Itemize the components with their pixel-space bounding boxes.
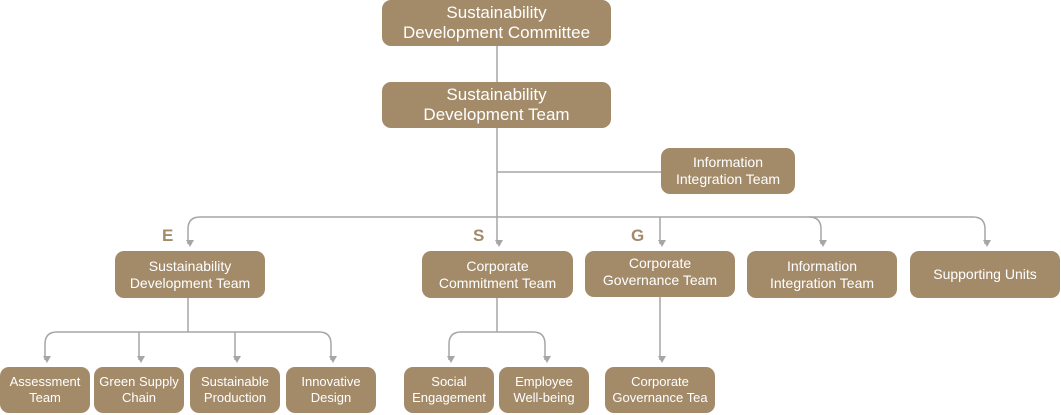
pillar-e-label: E [162,226,174,245]
employee-well-being: Employee Well-being [499,367,589,413]
corporate-governance-team: Corporate Governance Team [585,251,735,297]
information-integration-team-top: Information Integration Team [661,148,795,194]
sustainability-development-team-top: Sustainability Development Team [382,82,611,128]
information-integration-team: Information Integration Team [747,251,897,298]
corporate-commitment-team: Corporate Commitment Team [422,251,573,298]
sustainability-development-team: Sustainability Development Team [115,251,265,298]
supporting-units: Supporting Units [910,251,1060,298]
green-supply-chain: Green Supply Chain [94,367,184,413]
assessment-team: Assessment Team [0,367,90,413]
sustainability-development-committee: Sustainability Development Committee [382,0,611,46]
social-engagement: Social Engagement [404,367,494,413]
sustainable-production: Sustainable Production [190,367,280,413]
pillar-s-label: S [473,226,485,245]
innovative-design: Innovative Design [286,367,376,413]
pillar-g-label: G [631,226,645,245]
corporate-governance-team-sub: Corporate Governance Tea [605,367,715,413]
